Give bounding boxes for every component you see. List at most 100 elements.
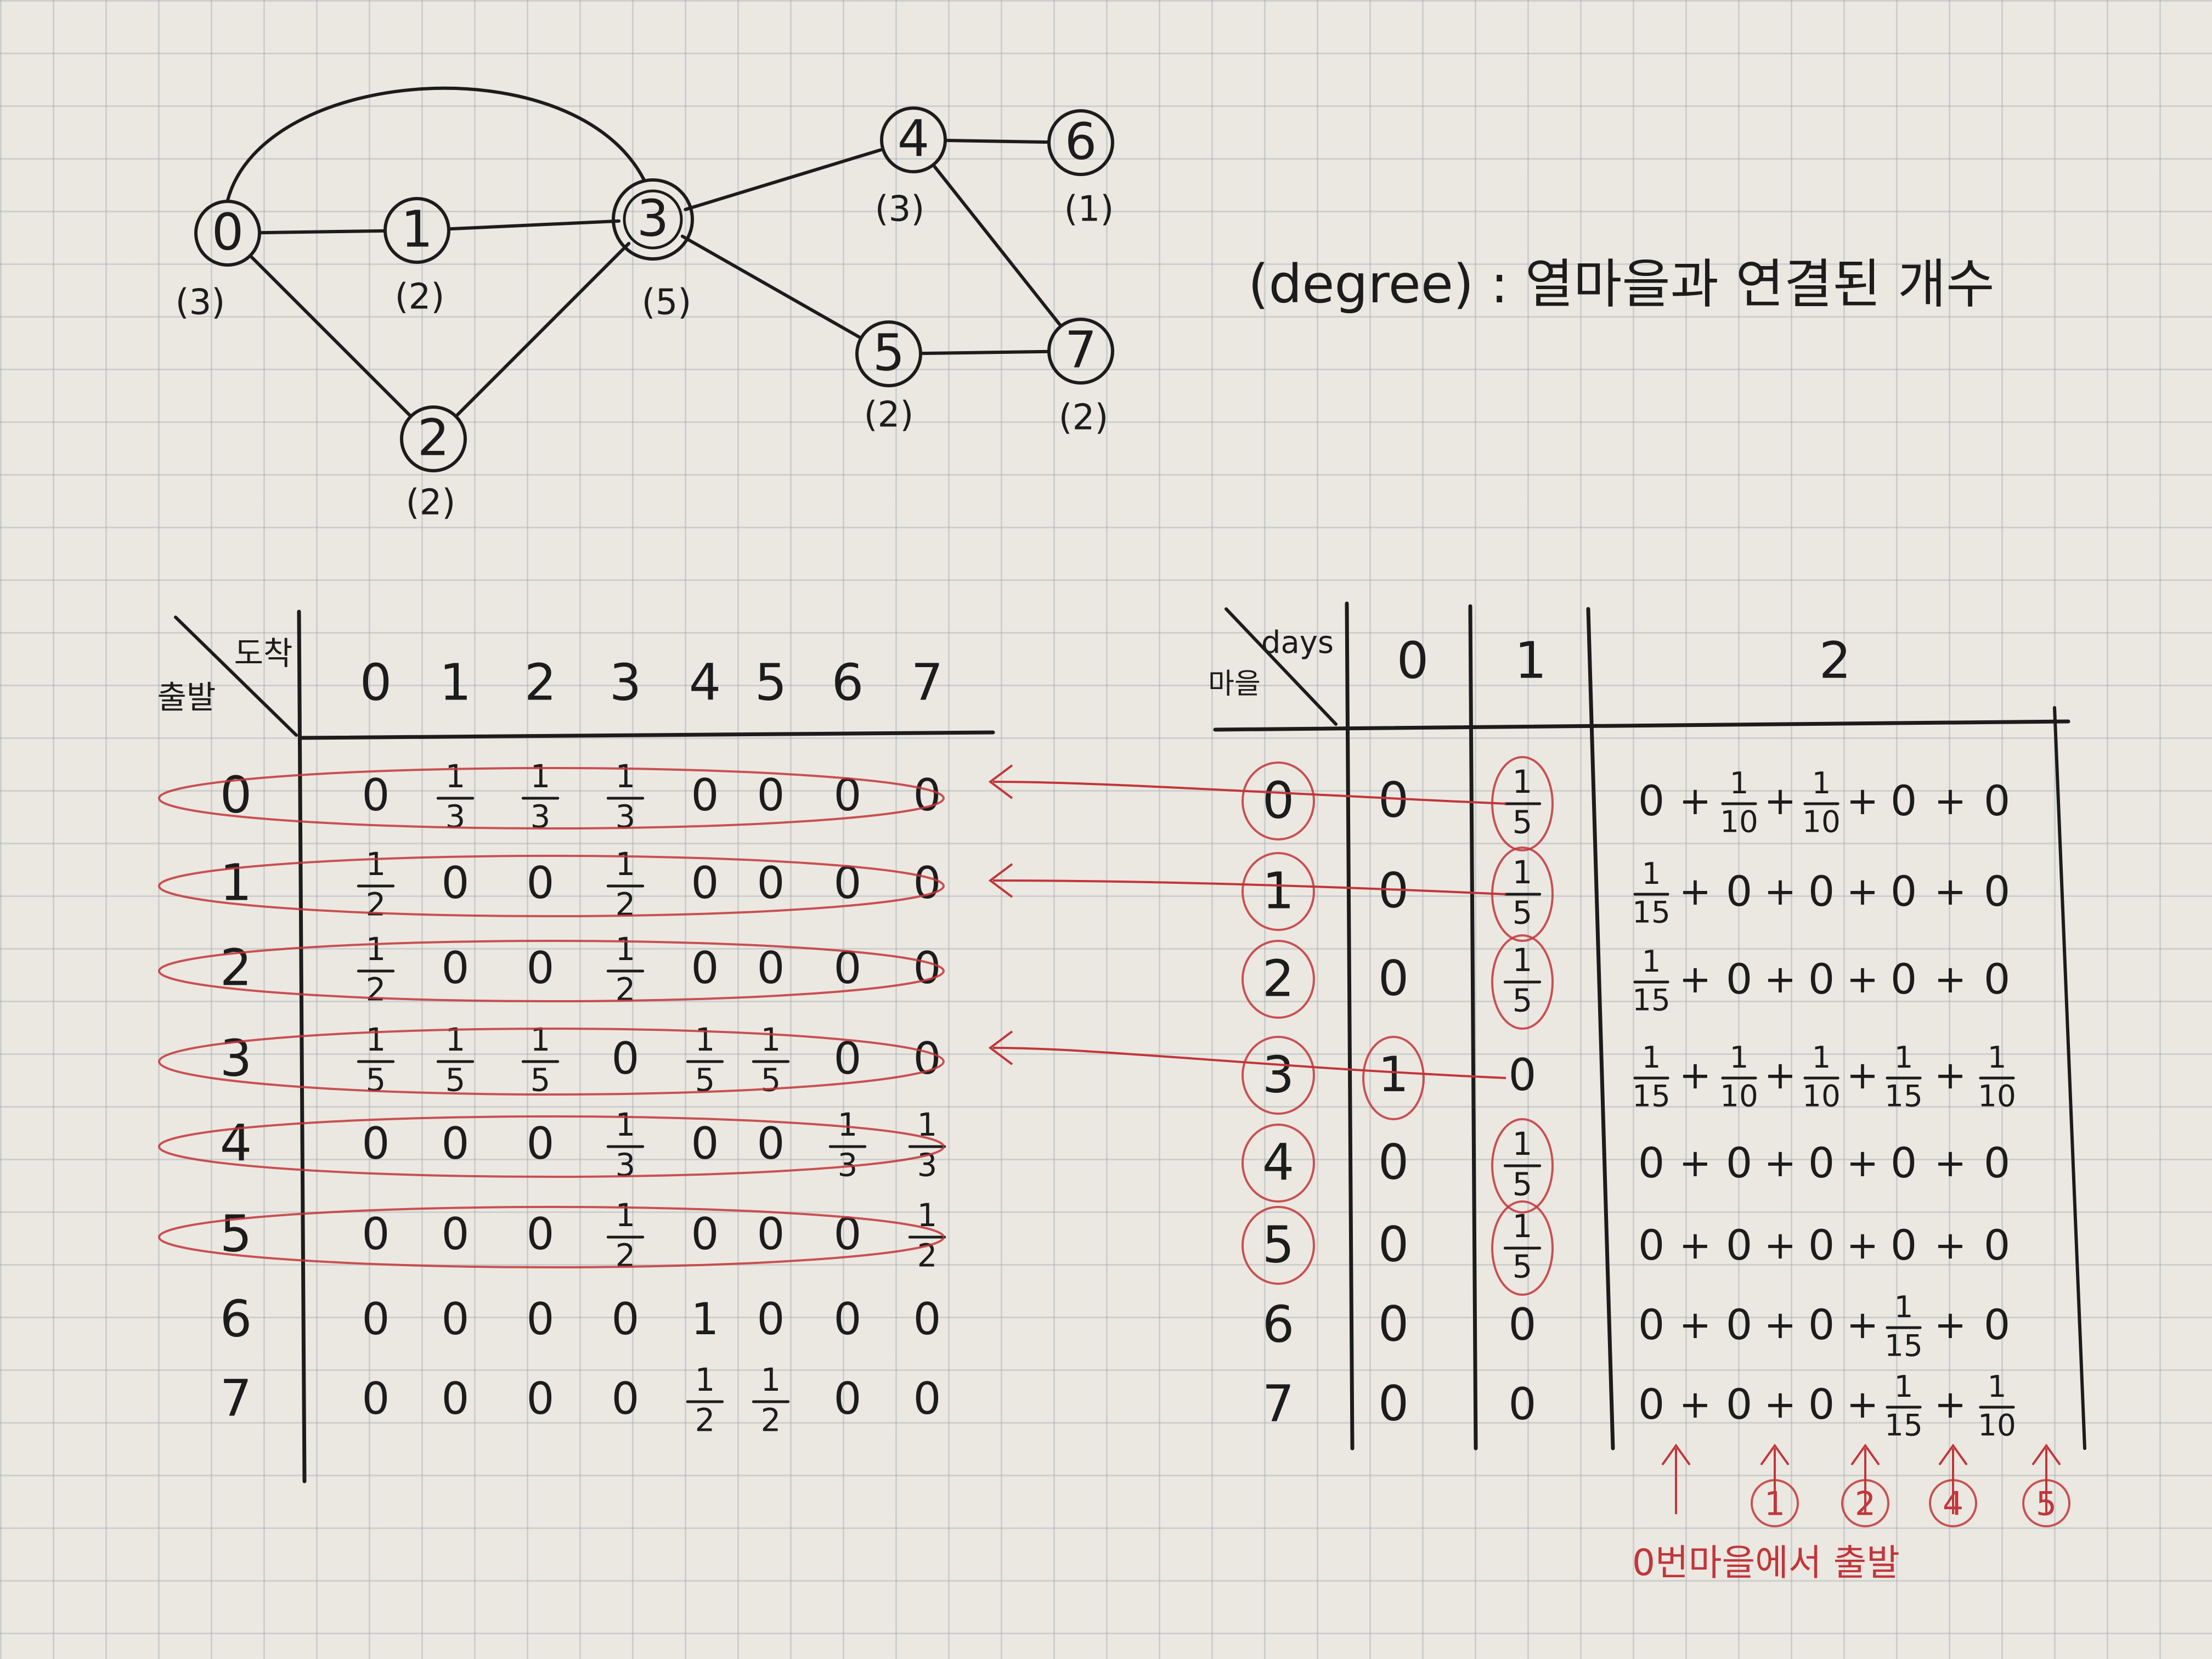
dtable-day2-3-plus-0: + bbox=[1679, 1053, 1712, 1098]
red-arrow-row-0-head bbox=[988, 764, 1013, 799]
ttable-cell-4-2-text: 0 bbox=[527, 1118, 555, 1169]
ttable-cell-5-3-denominator: 2 bbox=[616, 1238, 636, 1274]
dtable-day2-6-term-0-text: 0 bbox=[1638, 1300, 1664, 1349]
node-7-circle bbox=[1047, 318, 1114, 385]
red-arrow-row-0-line bbox=[992, 781, 1506, 805]
ttable-cell-6-3: 0 bbox=[612, 1294, 640, 1345]
node-3-degree: (5) bbox=[642, 283, 692, 323]
dtable-day2-6-term-0: 0 bbox=[1638, 1300, 1664, 1349]
dtable-day2-5-plus-1: + bbox=[1764, 1223, 1797, 1268]
ttable-cell-6-6-text: 0 bbox=[834, 1294, 862, 1345]
dtable-day2-5-term-4: 0 bbox=[1984, 1221, 2010, 1269]
ttable-cell-7-4-numerator: 1 bbox=[695, 1362, 715, 1398]
ttable-cell-2-0: 12 bbox=[357, 931, 395, 1008]
ttable-cell-4-5: 0 bbox=[757, 1118, 785, 1169]
ttable-cell-6-7: 0 bbox=[913, 1294, 941, 1345]
ttable-cell-1-7: 0 bbox=[913, 857, 941, 909]
dtable-day2-4-term-1: 0 bbox=[1726, 1138, 1752, 1187]
ttable-cell-5-4-text: 0 bbox=[691, 1209, 719, 1260]
dtable-col-header-1: 1 bbox=[1515, 631, 1547, 690]
ttable-cell-1-0-denominator: 2 bbox=[366, 887, 386, 923]
ttable-col-header-6: 6 bbox=[832, 653, 864, 712]
dtable-day2-1-plus-0: + bbox=[1679, 869, 1712, 914]
dtable-day2-0-term-1-denominator: 10 bbox=[1720, 804, 1758, 839]
dtable-col-header-0: 0 bbox=[1397, 631, 1429, 690]
edge-4-6 bbox=[945, 139, 1049, 144]
red-arrow-row-1-head bbox=[988, 863, 1013, 898]
dtable-day0-2: 0 bbox=[1378, 950, 1409, 1007]
dtable-day2-6-term-3: 115 bbox=[1884, 1289, 1923, 1363]
dtable-day2-0-term-1: 110 bbox=[1720, 765, 1758, 839]
node-5-circle bbox=[855, 320, 922, 387]
ttable-cell-2-1: 0 bbox=[442, 943, 470, 994]
red-marker-label-5: 5 bbox=[2036, 1485, 2057, 1523]
dtable-day2-5-term-2: 0 bbox=[1808, 1221, 1835, 1269]
dtable-day2-5-term-1-text: 0 bbox=[1726, 1221, 1752, 1269]
dtable-day1-5-numerator: 1 bbox=[1513, 1208, 1533, 1245]
dtable-day2-0-plus-0: + bbox=[1679, 778, 1712, 823]
dtable-day2-2-plus-1: + bbox=[1764, 957, 1797, 1002]
dtable-day2-6-term-2: 0 bbox=[1808, 1300, 1835, 1349]
dtable-day2-2-term-1-text: 0 bbox=[1726, 955, 1752, 1003]
dtable-day2-6-term-3-denominator: 15 bbox=[1884, 1328, 1923, 1363]
ttable-cell-2-5: 0 bbox=[757, 943, 785, 994]
ttable-cell-3-7: 0 bbox=[913, 1033, 941, 1084]
ttable-row-label-3: 3 bbox=[220, 1029, 252, 1087]
ttable-cell-7-7: 0 bbox=[913, 1373, 941, 1424]
dtable-day2-3-plus-3: + bbox=[1934, 1053, 1967, 1098]
ttable-cell-4-4-text: 0 bbox=[691, 1118, 719, 1169]
dtable-day2-3-term-4-denominator: 10 bbox=[1978, 1078, 2016, 1113]
ttable-cell-1-4-text: 0 bbox=[691, 857, 719, 909]
ttable-cell-7-6-text: 0 bbox=[834, 1373, 862, 1424]
dtable-day2-6-term-1: 0 bbox=[1726, 1300, 1752, 1349]
dtable-day1-2-numerator: 1 bbox=[1513, 942, 1533, 979]
red-row-loop-3 bbox=[158, 1028, 945, 1096]
dtable-day0-7-text: 0 bbox=[1378, 1375, 1409, 1432]
edge-0-3 bbox=[226, 86, 646, 201]
dtable-day2-0-term-2-numerator: 1 bbox=[1812, 765, 1831, 800]
red-arrow-row-3-head bbox=[988, 1030, 1013, 1065]
dtable-day2-4-term-1-text: 0 bbox=[1726, 1138, 1752, 1187]
red-label-circle-4 bbox=[1242, 1124, 1315, 1203]
dtable-day2-3-term-4: 110 bbox=[1978, 1040, 2016, 1113]
ttable-cell-7-6: 0 bbox=[834, 1373, 862, 1424]
dtable-day2-2-term-0-denominator: 15 bbox=[1632, 982, 1671, 1017]
dtable-corner-diagonal bbox=[1224, 607, 1338, 726]
dtable-day2-1-term-2: 0 bbox=[1808, 867, 1835, 916]
red-label-circle-1 bbox=[1242, 852, 1315, 931]
ttable-cell-4-6-numerator: 1 bbox=[838, 1107, 858, 1143]
dtable-day2-3-term-1-numerator: 1 bbox=[1730, 1040, 1749, 1075]
dtable-day2-5-term-0-text: 0 bbox=[1638, 1221, 1664, 1269]
dtable-day2-3-term-2: 110 bbox=[1802, 1040, 1841, 1113]
ttable-cell-0-0-text: 0 bbox=[362, 770, 390, 821]
ttable-cell-5-0: 0 bbox=[362, 1209, 390, 1260]
dtable-day2-2-term-4: 0 bbox=[1984, 955, 2010, 1003]
red-up-arrow-head-5 bbox=[2032, 1443, 2061, 1466]
red-row-loop-1 bbox=[158, 855, 945, 917]
dtable-day2-7-term-0: 0 bbox=[1638, 1380, 1664, 1429]
dtable-day2-6-term-2-text: 0 bbox=[1808, 1300, 1835, 1349]
bottom-start-marker: 0 bbox=[1632, 1542, 1655, 1584]
node-1-label: 1 bbox=[401, 200, 433, 258]
dtable-day2-0-plus-2: + bbox=[1847, 778, 1879, 823]
dtable-horizontal-divider bbox=[1213, 719, 2070, 732]
dtable-day2-6-term-3-numerator: 1 bbox=[1894, 1289, 1914, 1324]
node-7-degree: (2) bbox=[1059, 398, 1109, 438]
ttable-cell-1-0: 12 bbox=[357, 846, 395, 923]
dtable-day2-0-plus-3: + bbox=[1934, 778, 1967, 823]
red-arrow-row-3-line bbox=[992, 1047, 1506, 1079]
dtable-row-label-0: 0 bbox=[1262, 771, 1295, 830]
dtable-day2-0-plus-1: + bbox=[1764, 778, 1797, 823]
dtable-day2-7-plus-2: + bbox=[1847, 1382, 1879, 1427]
ttable-col-header-4: 4 bbox=[689, 653, 721, 712]
ttable-cell-2-0-numerator: 1 bbox=[366, 931, 386, 968]
dtable-day2-2-term-2: 0 bbox=[1808, 955, 1835, 1003]
ttable-cell-1-3-denominator: 2 bbox=[616, 887, 636, 923]
ttable-cell-7-5-numerator: 1 bbox=[761, 1362, 781, 1398]
dtable-day2-7-term-4-numerator: 1 bbox=[1988, 1369, 2007, 1404]
dtable-day2-7-term-2-text: 0 bbox=[1808, 1380, 1835, 1429]
ttable-cell-4-1-text: 0 bbox=[442, 1118, 470, 1169]
ttable-cell-3-5-numerator: 1 bbox=[761, 1022, 781, 1058]
